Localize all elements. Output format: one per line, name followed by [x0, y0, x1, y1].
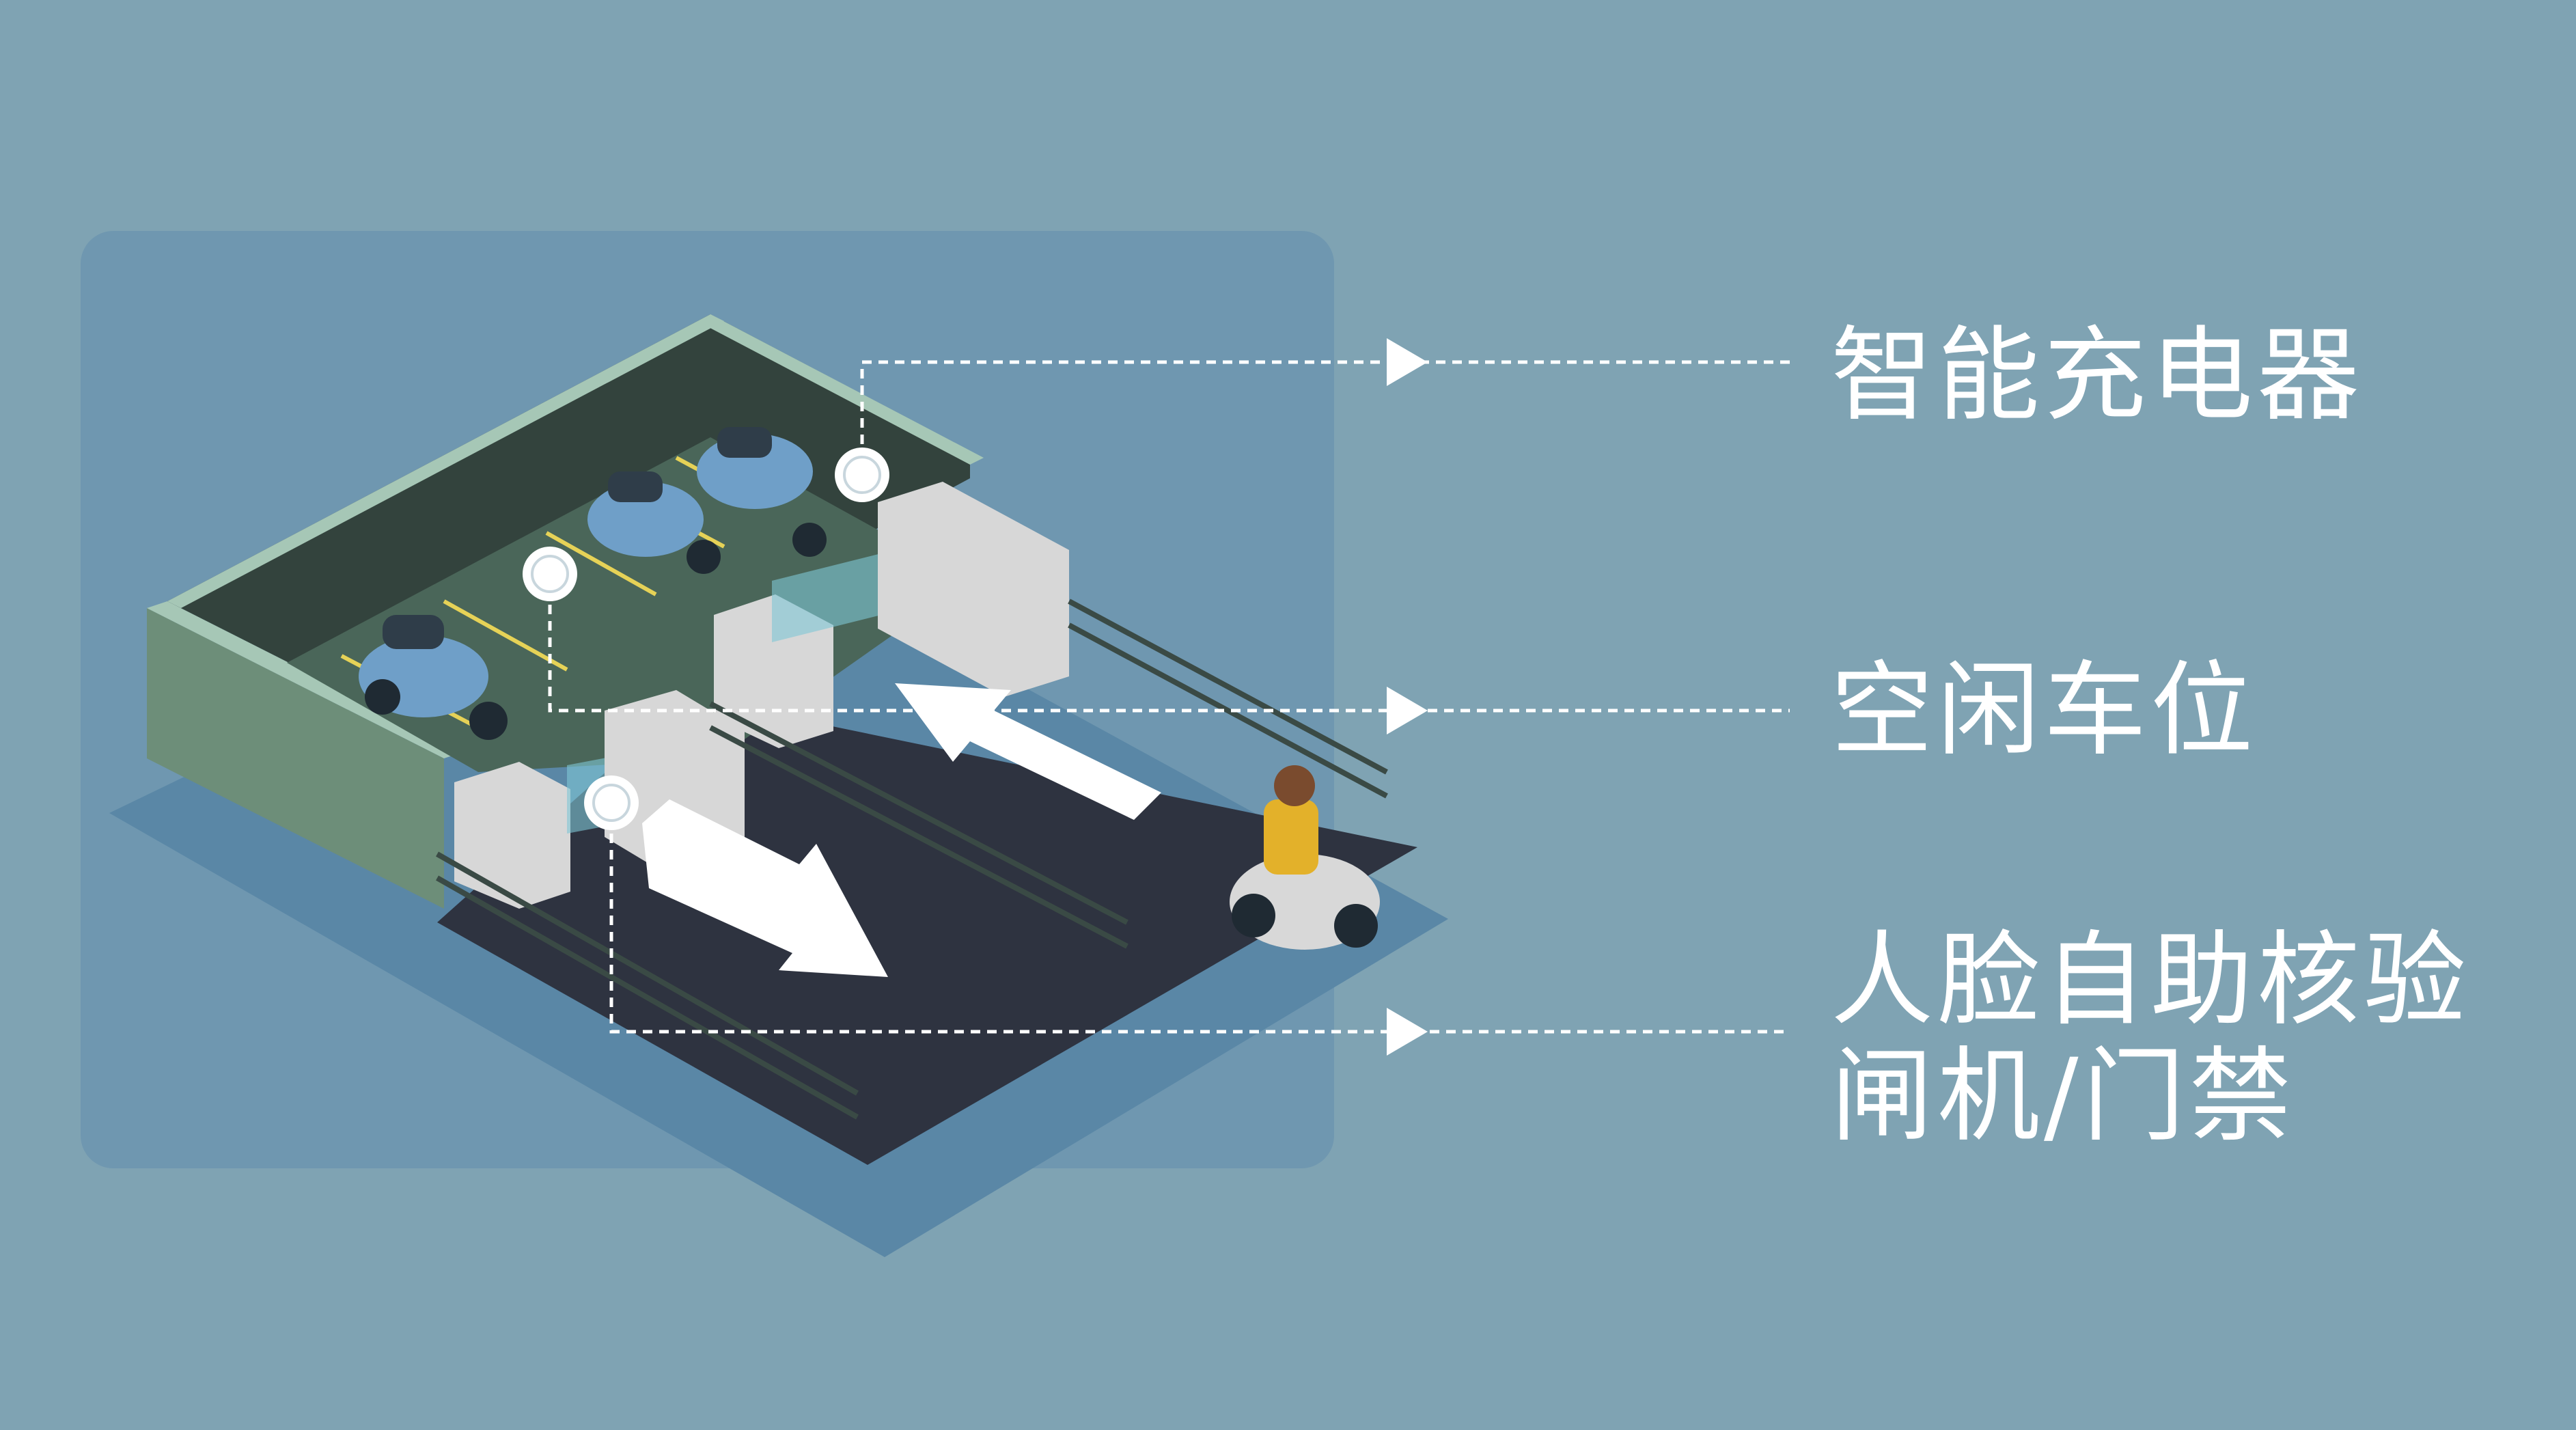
- label-face-gate: 人脸自助核验 闸机/门禁: [1831, 922, 2470, 1155]
- outer-wall-side: [147, 608, 444, 909]
- arrow-inbound: [895, 683, 1161, 820]
- label-free-space: 空闲车位: [1831, 651, 2258, 770]
- fence-left: [436, 851, 859, 1120]
- outer-wall-top: [147, 601, 465, 758]
- back-wall-top: [167, 314, 724, 608]
- hotspot-gate[interactable]: [584, 775, 639, 830]
- callout-free-space: [548, 605, 1790, 734]
- scooter-parked-3: [697, 427, 827, 557]
- fence-center: [709, 701, 1128, 949]
- scooter-parked-2: [587, 471, 721, 574]
- label-face-gate-line2: 闸机/门禁: [1831, 1037, 2296, 1156]
- callout-gate: [609, 834, 1790, 1056]
- rider-on-scooter: [1230, 765, 1380, 950]
- arrow-outbound: [642, 799, 888, 977]
- hotspot-charger[interactable]: [835, 448, 889, 502]
- fence-right: [1068, 599, 1388, 799]
- label-face-gate-line1: 人脸自助核验: [1831, 921, 2471, 1040]
- hotspot-free-space[interactable]: [523, 547, 577, 601]
- scooter-parked-1: [359, 615, 508, 740]
- gate-back: [878, 482, 1069, 697]
- label-smart-charger: 智能充电器: [1831, 316, 2364, 435]
- right-wall-top: [704, 314, 984, 465]
- callout-charger: [860, 338, 1790, 444]
